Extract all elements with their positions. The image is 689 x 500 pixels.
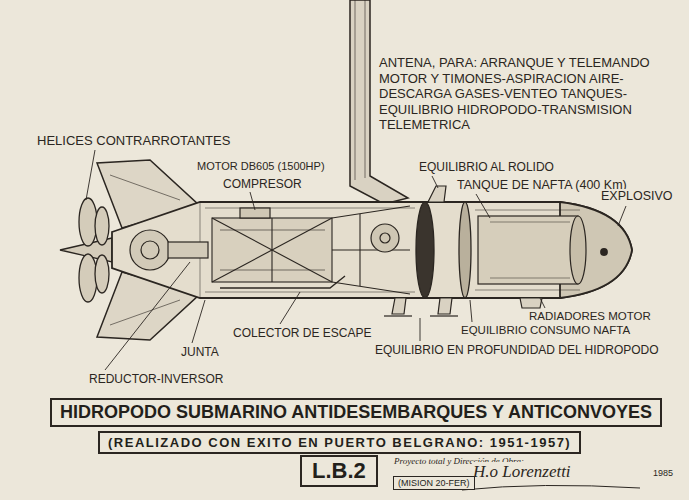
fuel-tank — [570, 216, 586, 284]
caption-box: (REALIZADO CON EXITO EN PUERTO BELGRANO:… — [98, 431, 581, 454]
part-label: EQUILIBRIO CONSUMO NAFTA — [460, 324, 631, 338]
engine-truss — [332, 206, 410, 218]
leader-lines — [476, 194, 490, 218]
leader-lines — [470, 300, 472, 322]
engine-truss — [332, 249, 410, 250]
antenna-pipe — [355, 0, 356, 180]
hull — [601, 249, 607, 255]
hull-hatching — [205, 208, 415, 209]
hydroplane-legs — [430, 315, 458, 316]
antenna-pipe — [365, 0, 366, 178]
compressor — [371, 224, 399, 252]
antenna-note: ANTENA, PARA: ARRANQUE Y TELEMANDO MOTOR… — [378, 55, 686, 133]
leader-lines — [432, 176, 438, 188]
hull-hatching — [475, 210, 580, 211]
hydroplane-legs — [384, 315, 412, 316]
engine-truss — [271, 218, 272, 282]
exhaust-collector — [220, 276, 345, 288]
leader-lines — [420, 318, 421, 341]
title-box: HIDROPODO SUBMARINO ANTIDESEMBARQUES Y A… — [50, 398, 662, 427]
hull — [112, 202, 632, 298]
roll-fin — [428, 186, 446, 202]
mission-label: (MISION 20-FER) — [398, 478, 470, 488]
signature-stroke — [462, 485, 640, 490]
tail-fins — [110, 300, 180, 325]
part-label: RADIADORES MOTOR — [528, 310, 652, 324]
signature-stroke — [462, 485, 640, 490]
engine-truss — [212, 206, 410, 294]
engine-truss — [212, 218, 332, 282]
hull-hatching — [475, 290, 580, 291]
reduction-gear — [168, 242, 208, 258]
part-label: COMPRESOR — [222, 177, 303, 191]
part-label: JUNTA — [180, 345, 220, 359]
engine-truss — [220, 230, 325, 231]
propellers — [95, 255, 109, 293]
fuel-tank — [490, 278, 570, 279]
mission-box: (MISION 20-FER) — [393, 476, 475, 490]
part-label: COLECTOR DE ESCAPE — [232, 326, 372, 340]
hydroplane-legs — [438, 298, 452, 314]
reduction-gear — [130, 230, 170, 270]
bulkhead — [416, 202, 434, 298]
engine-truss — [332, 282, 410, 294]
fuel-tank — [478, 216, 586, 284]
leader-lines — [105, 262, 190, 370]
compressor — [380, 233, 390, 243]
leader-lines — [280, 292, 300, 324]
hull — [112, 202, 632, 298]
part-label: HELICES CONTRARROTANTES — [36, 133, 231, 149]
fuel-tank — [490, 222, 570, 223]
hull-hatching — [205, 292, 415, 293]
part-label: MOTOR DB605 (1500HP) — [196, 160, 326, 173]
roll-fin — [428, 186, 446, 202]
hydroplane-legs — [520, 298, 542, 308]
leader-lines — [540, 298, 545, 308]
propellers — [79, 254, 97, 302]
code-box: L.B.2 — [300, 455, 378, 487]
propellers — [60, 198, 112, 302]
propellers — [79, 198, 97, 246]
tail-fins — [110, 175, 180, 200]
hull-hatching — [200, 202, 580, 298]
engine-truss — [359, 214, 360, 286]
part-label: EXPLOSIVO — [600, 189, 674, 204]
leader-lines — [86, 150, 95, 200]
bulkhead — [459, 202, 471, 298]
leader-lines — [250, 192, 255, 210]
part-label: EQUILIBRIO EN PROFUNDIDAD DEL HIDROPODO — [374, 343, 660, 357]
engine-truss — [212, 218, 332, 282]
hydroplane-legs — [392, 298, 406, 314]
leader-lines — [192, 300, 205, 343]
propellers — [95, 207, 109, 245]
signature: H.o Lorenzetti — [472, 462, 572, 482]
part-label: EQUILIBRIO AL ROLIDO — [418, 160, 555, 174]
compressor — [240, 208, 399, 252]
hydroplane-legs — [384, 298, 542, 316]
reduction-gear — [141, 241, 159, 259]
fuel-tank — [478, 216, 578, 284]
part-label: REDUCTOR-INVERSOR — [88, 372, 224, 386]
engine-truss — [212, 218, 332, 282]
engine-truss — [220, 270, 325, 271]
bulkhead — [416, 202, 471, 298]
reduction-gear — [130, 230, 208, 270]
exhaust-collector — [220, 276, 345, 288]
leader-lines — [618, 206, 626, 226]
year-note: 1985 — [652, 468, 674, 479]
code-label: L.B.2 — [312, 458, 366, 484]
